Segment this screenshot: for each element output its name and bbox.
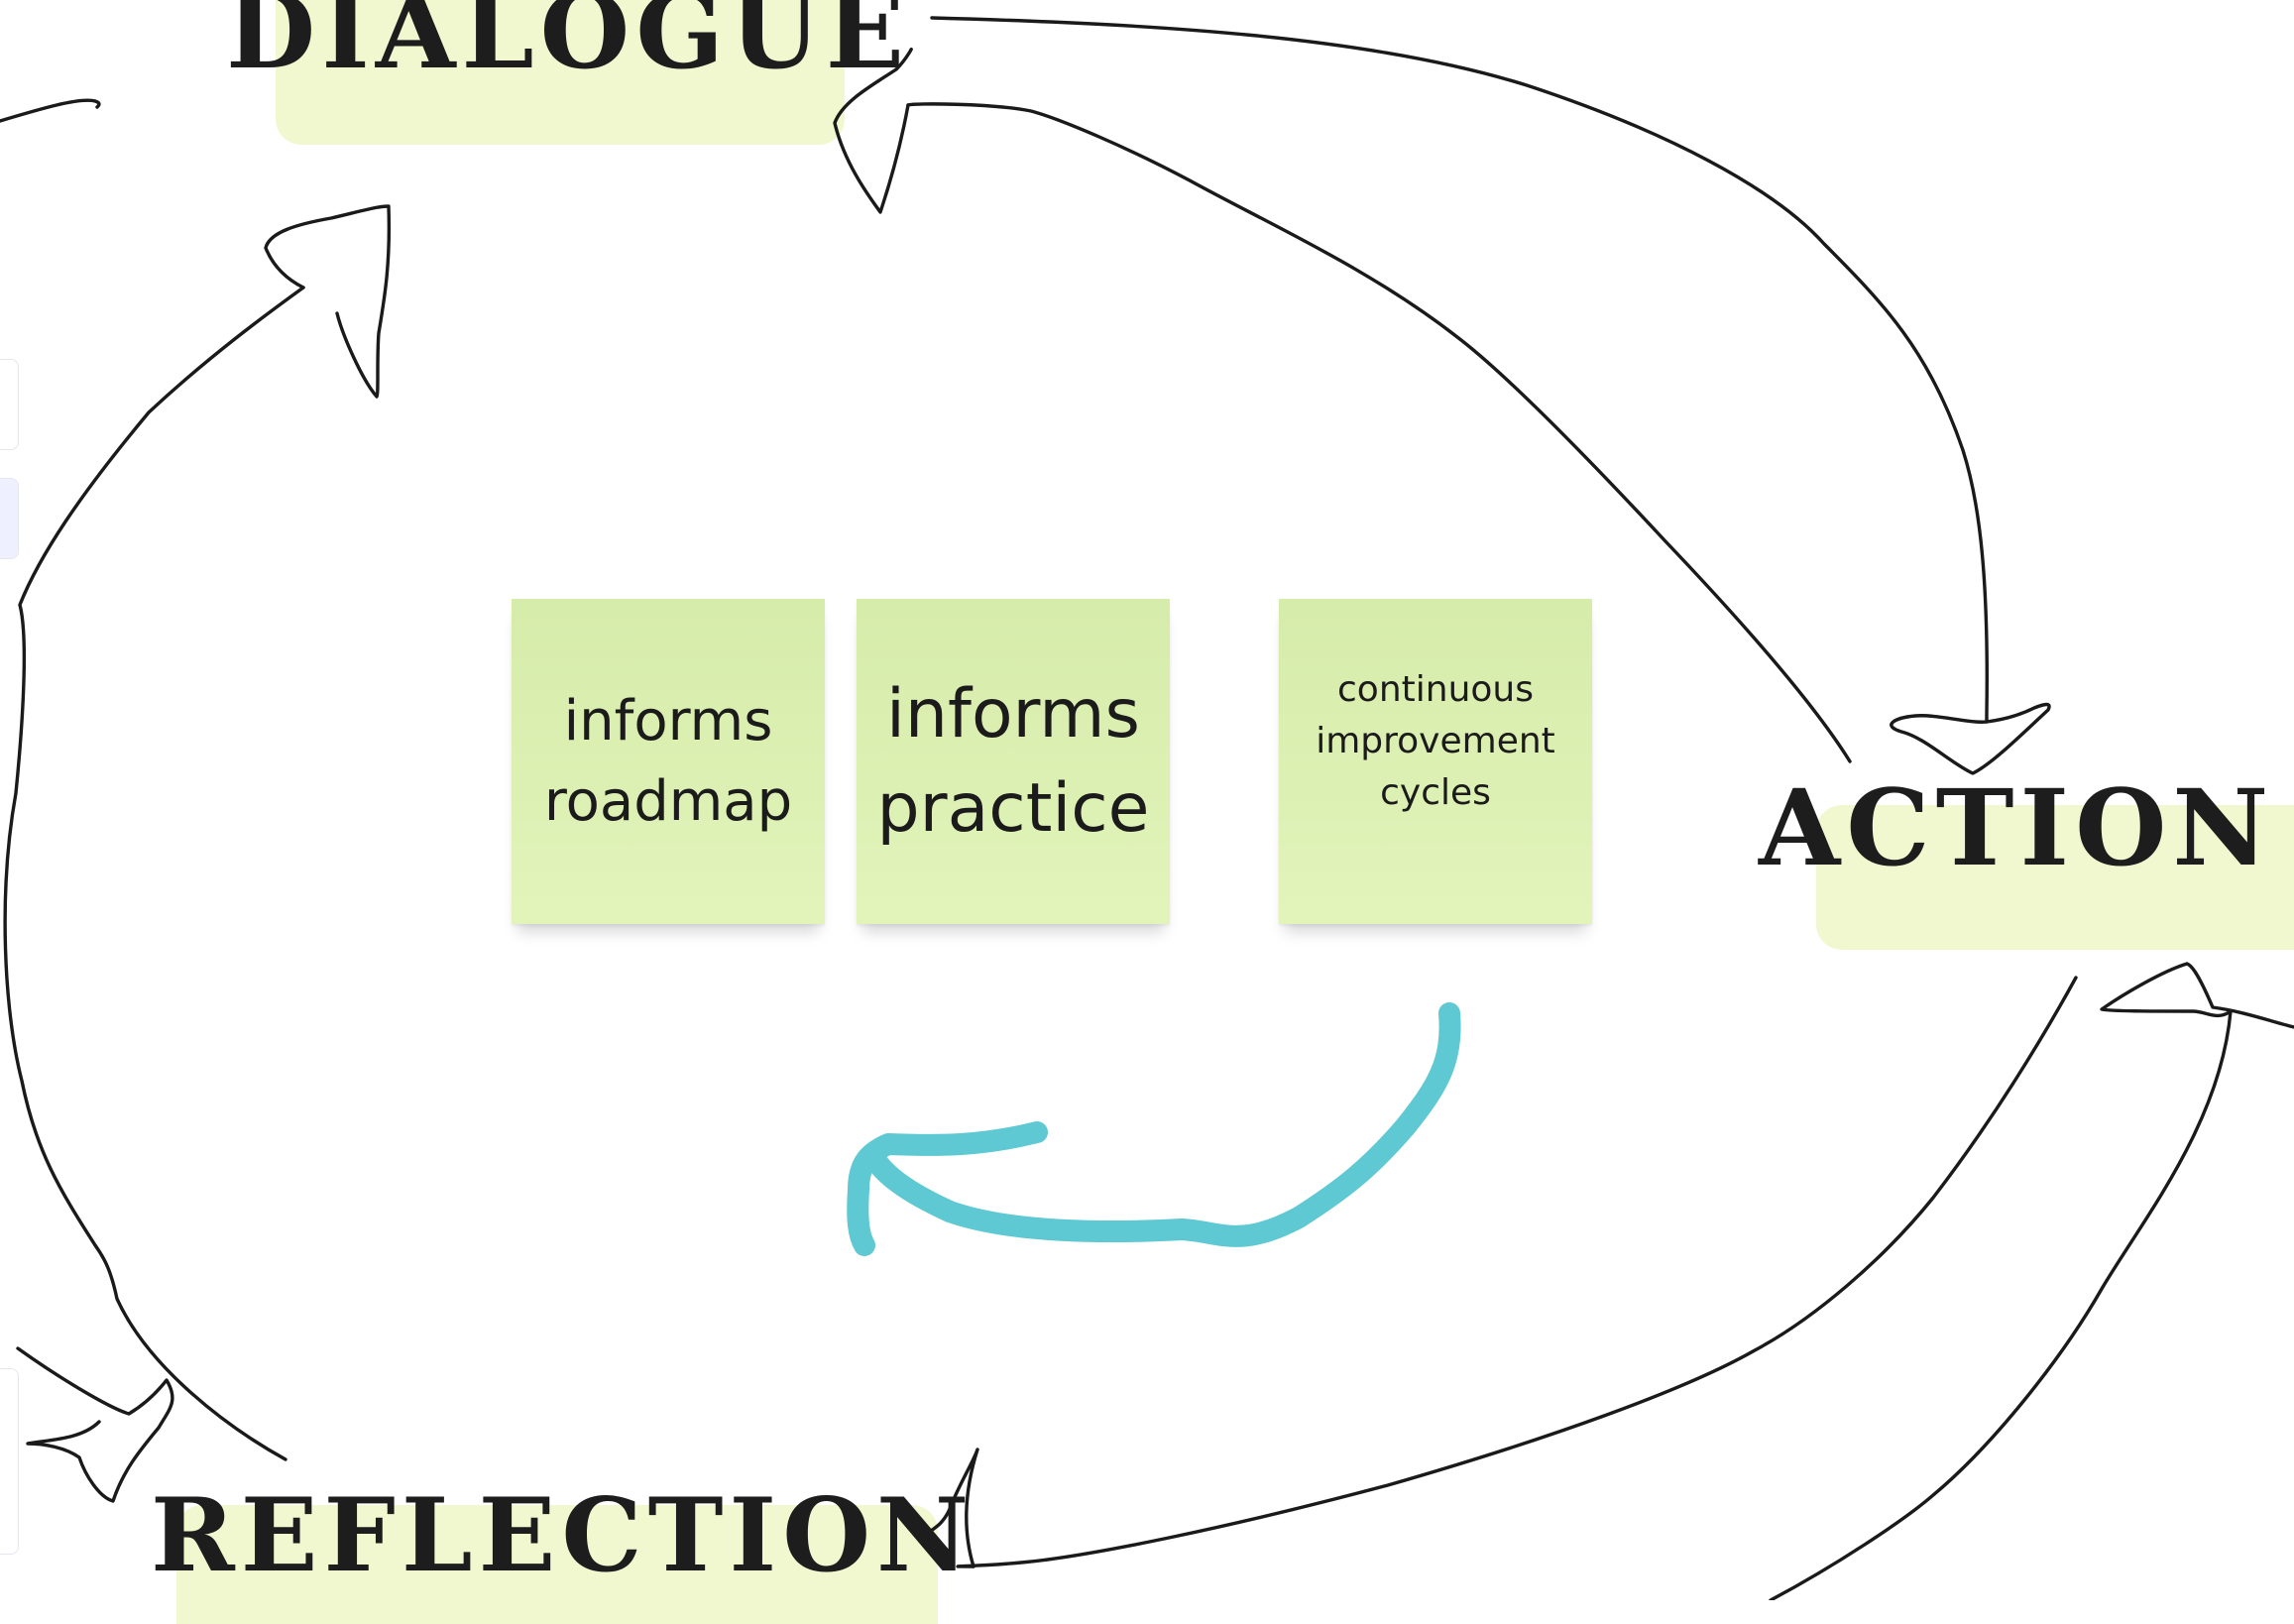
arrowhead-into-action	[1890, 702, 2051, 775]
teal-cycle-arrow	[867, 1002, 1461, 1247]
note-line: continuous	[1337, 668, 1534, 710]
toolbar-tab-active[interactable]	[0, 478, 19, 559]
teal-arrowhead	[847, 1121, 1048, 1256]
stage-label-reflection: REFLECTION	[151, 1476, 975, 1595]
toolbar-tab[interactable]	[0, 359, 19, 450]
note-line: practice	[876, 769, 1150, 848]
connector-left-bottom	[16, 1346, 174, 1503]
note-line: roadmap	[543, 769, 793, 834]
connector-action-to-dialogue	[906, 102, 1852, 763]
arrowhead-into-reflection	[918, 1448, 979, 1568]
stage-label-dialogue: DIALOGUE	[226, 0, 911, 92]
note-line: informs	[563, 688, 773, 754]
note-line: cycles	[1380, 772, 1491, 814]
note-line: informs	[886, 674, 1140, 754]
arrowhead-into-dialogue	[833, 48, 913, 214]
dialogue-highlight	[276, 0, 845, 145]
connector-reflection-to-dialogue	[3, 286, 305, 1461]
sticky-note-informs-roadmap[interactable]: informs roadmap	[512, 599, 825, 924]
sticky-note-continuous-improvement-cycles[interactable]: continuous improvement cycles	[1279, 599, 1592, 924]
connector-action-to-reflection	[956, 976, 2078, 1568]
action-highlight	[1816, 805, 2294, 950]
connector-outer-loop	[1769, 962, 2294, 1600]
stage-label-action: ACTION	[1759, 765, 2275, 889]
note-line: improvement	[1316, 720, 1555, 761]
connector-left-top	[0, 98, 101, 123]
sticky-note-informs-practice[interactable]: informs practice	[857, 599, 1170, 924]
arrowhead-into-dialogue-left	[264, 204, 392, 399]
connector-dialogue-to-action	[930, 16, 1989, 724]
toolbar-tab[interactable]	[0, 1368, 19, 1555]
